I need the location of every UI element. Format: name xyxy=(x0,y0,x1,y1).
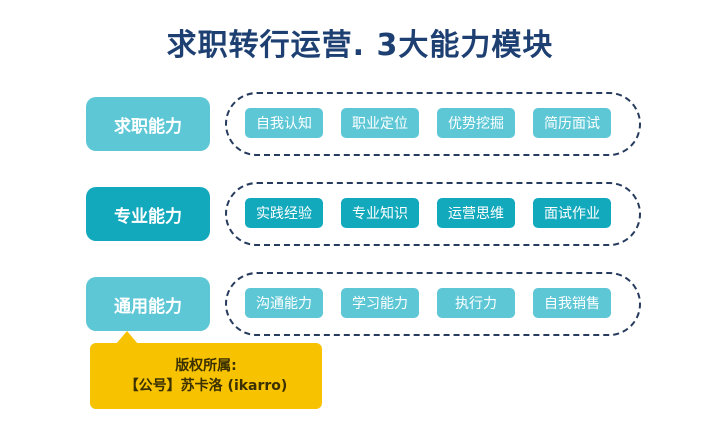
category-professional: 专业能力 xyxy=(86,187,210,241)
skill-group-professional xyxy=(225,182,641,246)
skill-strength-mining: 优势挖掘 xyxy=(437,108,515,138)
category-general: 通用能力 xyxy=(86,277,210,331)
category-job-hunting: 求职能力 xyxy=(86,97,210,151)
skill-interview-assignment: 面试作业 xyxy=(533,198,611,228)
skill-learning: 学习能力 xyxy=(341,288,419,318)
skill-professional-knowledge: 专业知识 xyxy=(341,198,419,228)
copyright-note: 版权所属: 【公号】苏卡洛 (ikarro) xyxy=(90,343,322,409)
skill-communication: 沟通能力 xyxy=(245,288,323,318)
note-pointer xyxy=(116,331,138,344)
diagram-title: 求职转行运营. 3大能力模块 xyxy=(166,28,554,63)
copyright-label: 版权所属: xyxy=(175,358,237,374)
skill-career-positioning: 职业定位 xyxy=(341,108,419,138)
skill-group-general xyxy=(225,272,641,336)
skill-execution: 执行力 xyxy=(437,288,515,318)
skill-group-job-hunting xyxy=(225,92,641,156)
copyright-owner: 【公号】苏卡洛 (ikarro) xyxy=(124,378,288,394)
skill-resume-interview: 简历面试 xyxy=(533,108,611,138)
skill-operations-thinking: 运营思维 xyxy=(437,198,515,228)
skill-practical-experience: 实践经验 xyxy=(245,198,323,228)
skill-self-awareness: 自我认知 xyxy=(245,108,323,138)
skill-self-selling: 自我销售 xyxy=(533,288,611,318)
